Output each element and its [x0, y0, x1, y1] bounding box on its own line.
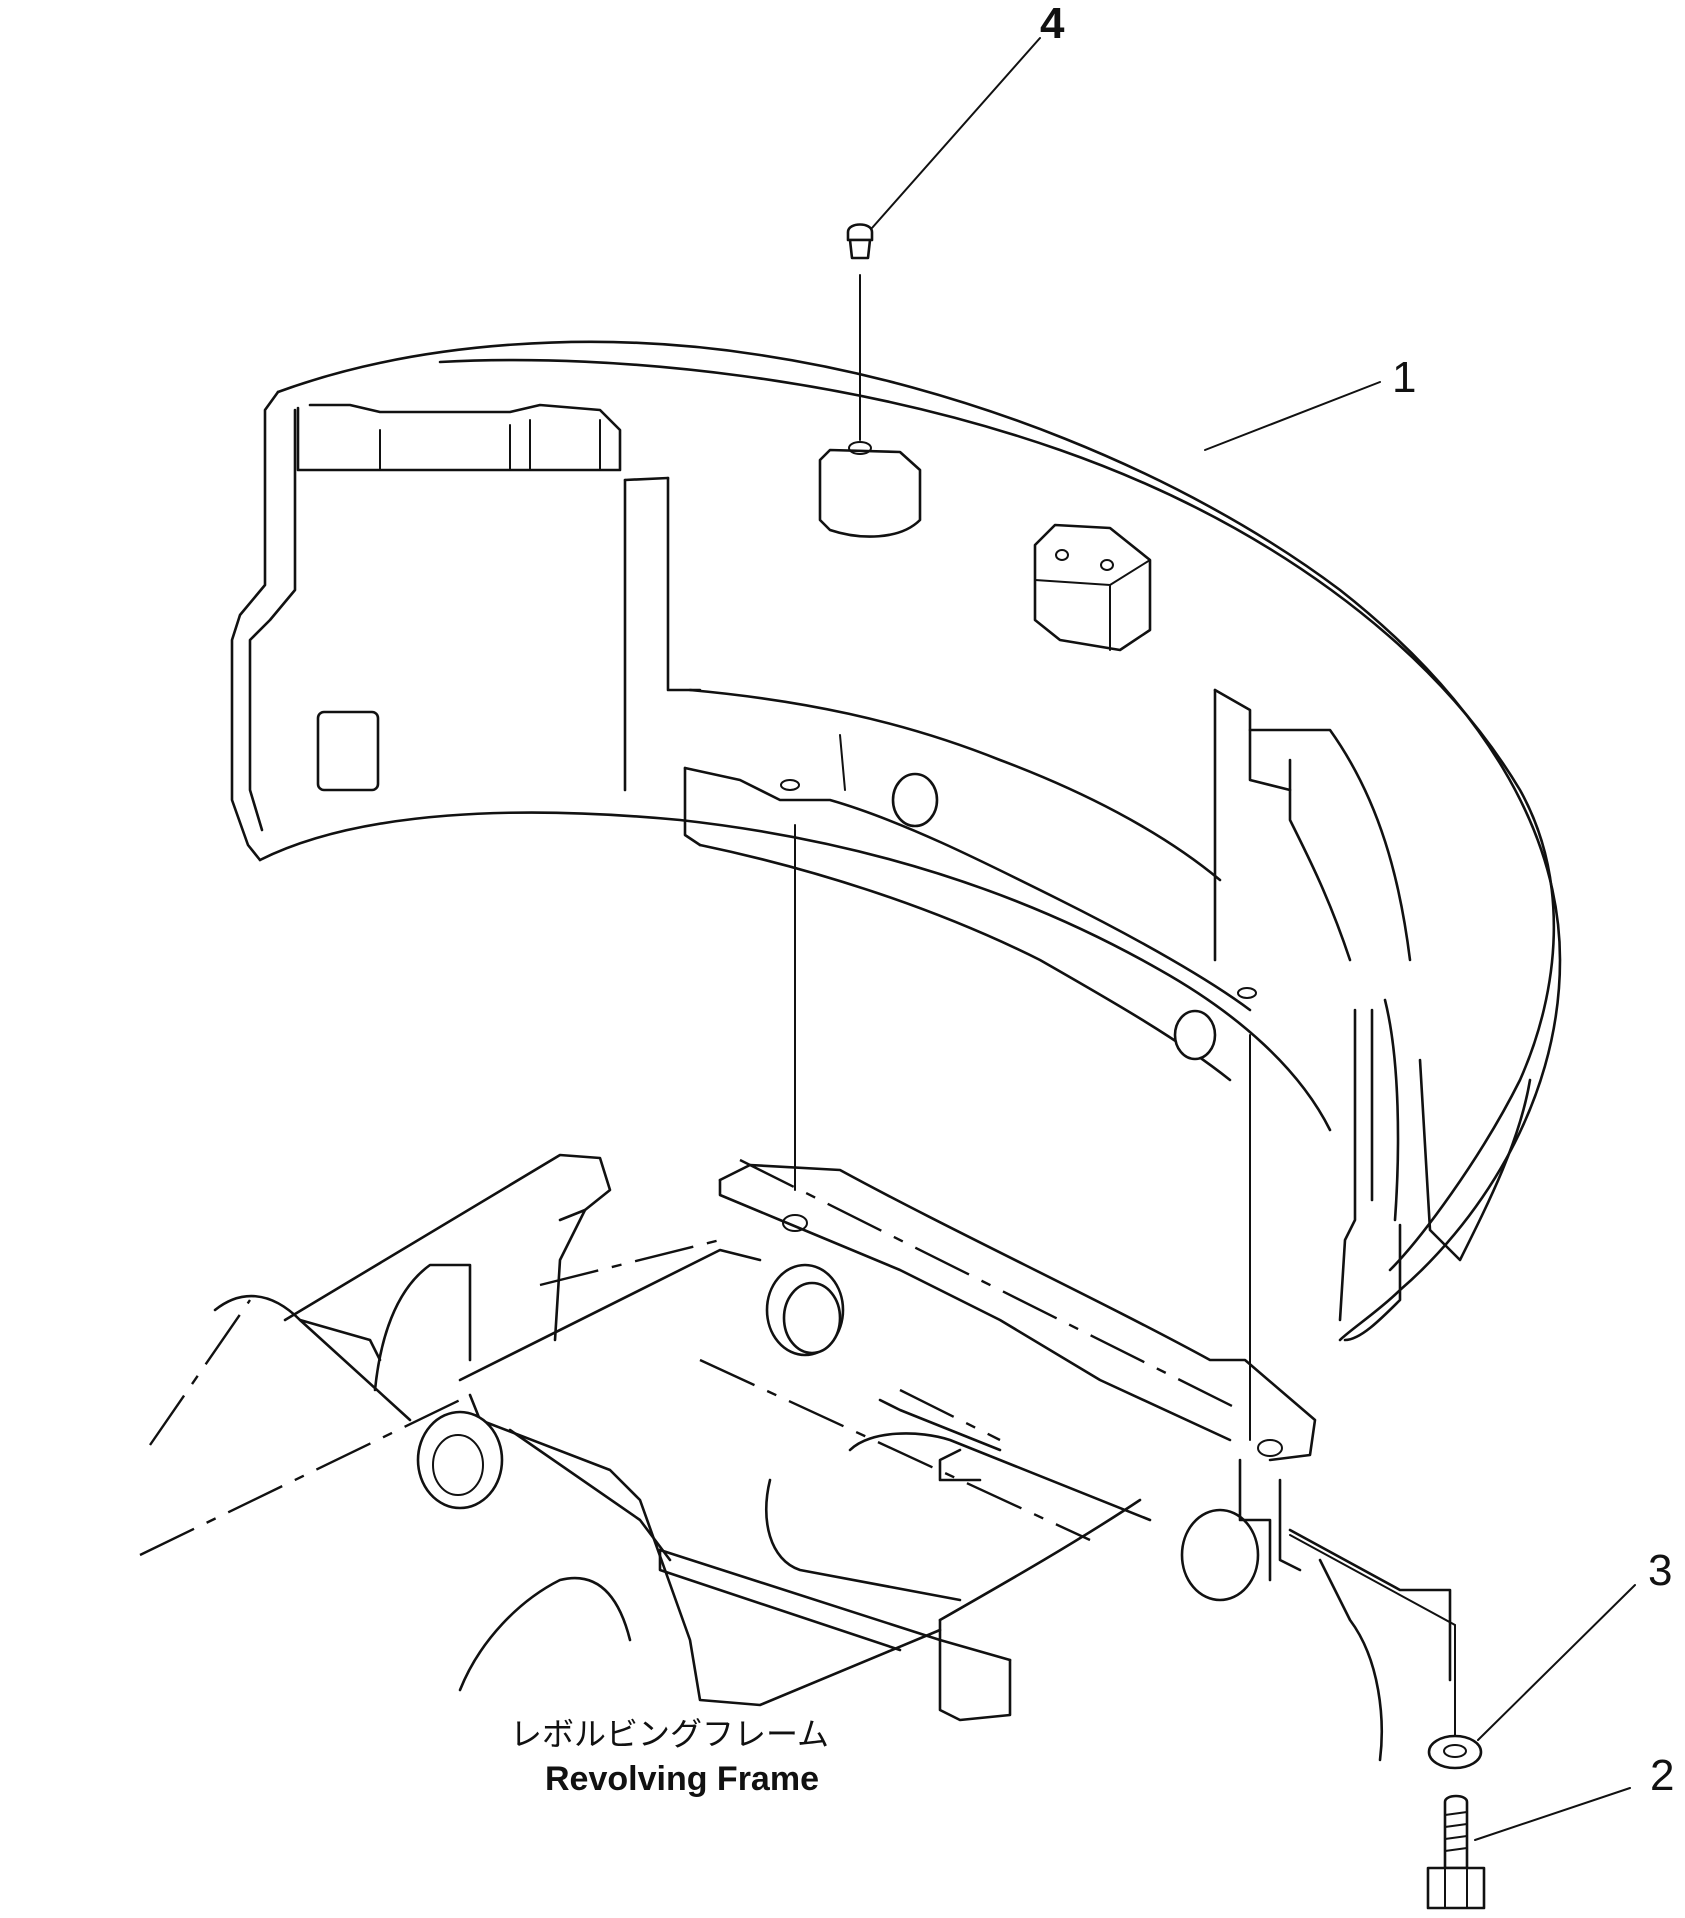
frame-boss [416, 1410, 504, 1510]
counterweight-mid-plate [688, 688, 1222, 882]
frame-window [848, 1432, 1152, 1522]
frame-boss [1180, 1508, 1260, 1602]
washer-part [1427, 1734, 1483, 1770]
frame-mount-bracket [718, 1163, 1317, 1462]
leader-line-4 [871, 37, 1041, 229]
centerline [149, 1299, 251, 1446]
counterweight-top-ledge [296, 403, 622, 472]
callout-2: 2 [1650, 1751, 1674, 1800]
counterweight-left-side [230, 390, 280, 862]
counterweight-outer-edge [276, 340, 1562, 1342]
counterweight-left-inner [248, 408, 297, 832]
assembly-line-bolt [1289, 1534, 1456, 1736]
bolt-part [1426, 1794, 1486, 1910]
caption-english: Revolving Frame [545, 1760, 819, 1798]
leader-line-2 [1474, 1787, 1631, 1841]
counterweight [230, 340, 1562, 1342]
revolving-frame [139, 1153, 1452, 1762]
leader-line-3 [1477, 1584, 1636, 1741]
centerline [539, 1238, 721, 1287]
callout-1: 1 [1392, 353, 1416, 402]
counterweight-inner-curve [258, 811, 1332, 1132]
bolt-hole [780, 779, 800, 791]
centerline [699, 1358, 1091, 1542]
callout-3: 3 [1648, 1546, 1672, 1595]
counterweight-window [316, 710, 380, 792]
mounting-hole [1173, 1009, 1217, 1061]
plug-boss [818, 448, 922, 538]
centerline [899, 1388, 1001, 1442]
callout-4: 4 [1040, 0, 1065, 48]
counterweight-rim [438, 358, 1556, 1272]
mounting-hole [891, 772, 939, 828]
leader-line-1 [1204, 381, 1381, 451]
centerline [139, 1398, 461, 1557]
bolt-hole [1237, 987, 1257, 999]
counterweight-block [1033, 523, 1152, 652]
caption-japanese: レボルビングフレーム [510, 1715, 829, 1753]
centerline [739, 1158, 1241, 1412]
plug-part [846, 223, 874, 260]
